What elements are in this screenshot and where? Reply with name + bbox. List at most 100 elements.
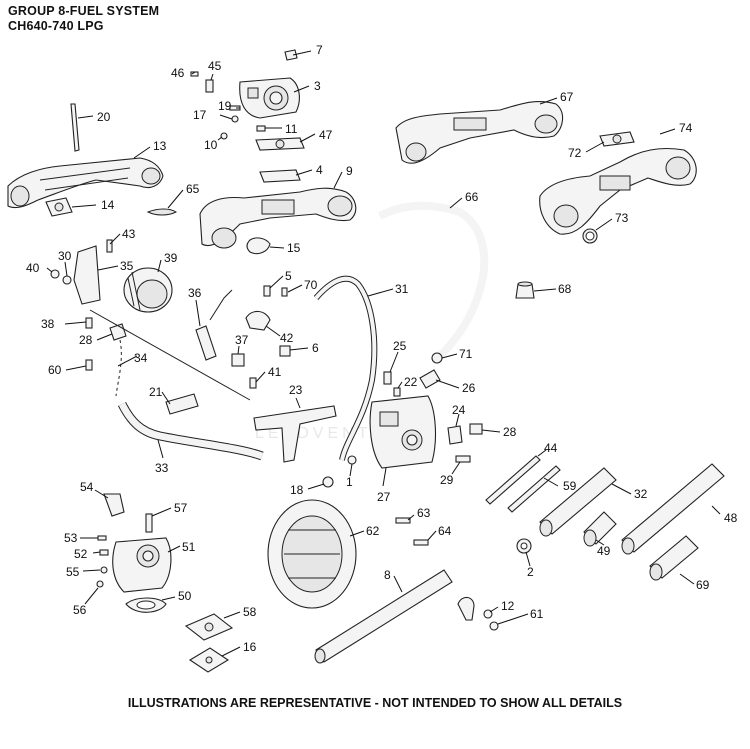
callout-44: 44	[544, 441, 558, 455]
part-rod-20	[70, 103, 80, 152]
part-fitting-25	[383, 371, 392, 385]
part-hose-66	[378, 201, 489, 359]
callout-59: 59	[563, 479, 577, 493]
callout-22: 22	[404, 375, 418, 389]
callout-15: 15	[287, 241, 301, 255]
part-plug-24	[447, 425, 463, 445]
callout-66: 66	[465, 190, 479, 204]
callout-54: 54	[80, 480, 94, 494]
callout-29: 29	[440, 473, 454, 487]
callout-5: 5	[285, 269, 292, 283]
part-regulator-27	[369, 395, 436, 469]
part-gasket-4	[259, 169, 301, 183]
part-elbow-54	[103, 493, 125, 517]
part-fitting-55	[100, 566, 108, 574]
part-fitting-28a	[109, 323, 127, 341]
callout-64: 64	[438, 524, 452, 538]
callout-40: 40	[26, 261, 40, 275]
callout-8: 8	[384, 568, 391, 582]
diagram-title: GROUP 8-FUEL SYSTEM	[8, 4, 160, 18]
callout-3: 3	[314, 79, 321, 93]
diagram-subtitle: CH640-740 LPG	[8, 19, 104, 33]
callout-25: 25	[393, 339, 407, 353]
callout-14: 14	[101, 198, 115, 212]
part-clamp-2	[516, 538, 532, 554]
callout-13: 13	[153, 139, 167, 153]
part-clamp-21	[165, 393, 199, 415]
part-gasket-16	[188, 647, 230, 673]
callout-6: 6	[312, 341, 319, 355]
callout-47: 47	[319, 128, 333, 142]
part-sleeve-49	[583, 511, 617, 547]
part-plug-11	[256, 125, 266, 132]
callout-19: 19	[218, 99, 232, 113]
callout-69: 69	[696, 578, 710, 592]
callout-51: 51	[182, 540, 196, 554]
part-hose-33	[117, 401, 264, 461]
callout-7: 7	[316, 43, 323, 57]
part-washer-30	[62, 275, 72, 285]
part-gasket-50	[125, 597, 167, 613]
part-filter-39	[123, 267, 173, 313]
callout-48: 48	[724, 511, 738, 525]
part-gasket-47	[255, 137, 305, 151]
callout-17: 17	[193, 108, 207, 122]
callout-26: 26	[462, 381, 476, 395]
callout-56: 56	[73, 603, 87, 617]
part-fitting-38	[85, 317, 93, 329]
callout-28b: 28	[503, 425, 517, 439]
callout-46: 46	[171, 66, 185, 80]
callout-31: 31	[395, 282, 409, 296]
callout-55: 55	[66, 565, 80, 579]
part-gasket-14	[45, 197, 73, 217]
callout-39: 39	[164, 251, 178, 265]
part-washer-10	[220, 132, 228, 140]
callout-58: 58	[243, 605, 257, 619]
callout-20: 20	[97, 110, 111, 124]
callout-65: 65	[186, 182, 200, 196]
part-manifold-9	[199, 187, 357, 249]
callout-28a: 28	[79, 333, 93, 347]
callout-52: 52	[74, 547, 88, 561]
callout-71: 71	[459, 347, 473, 361]
part-clamp-1	[347, 455, 357, 465]
part-clamp-12	[457, 596, 475, 621]
callout-34: 34	[134, 351, 148, 365]
callout-41: 41	[268, 365, 282, 379]
callout-2: 2	[527, 565, 534, 579]
callout-12: 12	[501, 599, 515, 613]
callout-49: 49	[597, 544, 611, 558]
part-nut-7	[284, 49, 298, 61]
callout-18: 18	[290, 483, 304, 497]
part-screw-64	[413, 539, 429, 546]
callout-35: 35	[120, 259, 134, 273]
callout-60: 60	[48, 363, 62, 377]
callout-16: 16	[243, 640, 257, 654]
callout-23: 23	[289, 383, 303, 397]
callout-53: 53	[64, 531, 78, 545]
part-hose-34	[89, 309, 251, 401]
part-sleeve-32	[539, 467, 617, 537]
part-hose-26	[419, 369, 441, 389]
part-washer-56	[96, 580, 104, 588]
part-bracket-23	[253, 405, 337, 463]
callout-38: 38	[41, 317, 55, 331]
part-screw-5	[263, 285, 271, 297]
callout-74: 74	[679, 121, 693, 135]
part-sleeve-48	[621, 463, 725, 555]
part-hose-59	[507, 465, 561, 513]
part-clamp-42	[245, 310, 271, 331]
part-sleeve-8	[314, 569, 453, 664]
callout-9: 9	[346, 164, 353, 178]
callout-10: 10	[204, 138, 218, 152]
callout-63: 63	[417, 506, 431, 520]
part-nut-40	[50, 269, 60, 279]
part-gasket-65	[146, 208, 177, 216]
callout-42: 42	[280, 331, 294, 345]
part-mixer-3	[239, 77, 300, 119]
callout-36: 36	[188, 286, 202, 300]
callout-27: 27	[377, 490, 391, 504]
part-screw-70	[281, 287, 288, 297]
